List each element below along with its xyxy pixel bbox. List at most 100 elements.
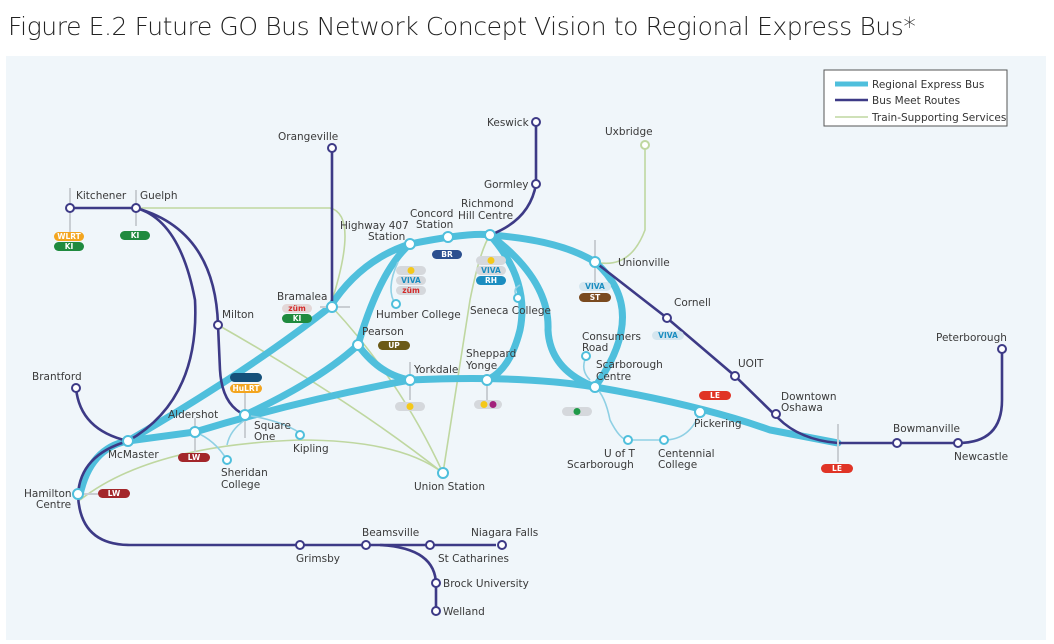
station-node-square-one[interactable] — [239, 409, 251, 421]
station-node-hamilton-centre[interactable] — [72, 488, 84, 500]
map-canvas — [6, 56, 1046, 640]
label-uoft-2: Scarborough — [567, 459, 634, 471]
label-square-one-1: Square — [254, 420, 291, 432]
station-node-hwy407[interactable] — [404, 238, 416, 250]
badge-viva-cornell — [652, 331, 684, 340]
badge-le-pickering — [699, 391, 731, 400]
station-node-niagara-falls[interactable] — [497, 540, 507, 550]
station-node-kipling[interactable] — [295, 430, 305, 440]
badge-lw-text: LW — [108, 489, 121, 498]
badge-st-unionville — [579, 293, 611, 302]
station-node-guelph[interactable] — [131, 203, 141, 213]
label-consumers-2: Road — [582, 342, 608, 354]
station-node-centennial[interactable] — [659, 435, 669, 445]
badge-ki-text: KI — [131, 231, 140, 240]
route-milton-union — [217, 324, 444, 474]
station-labels: Kitchener Guelph Orangeville Keswick Uxb… — [24, 117, 1008, 618]
station-node-newcastle[interactable] — [953, 438, 963, 448]
label-newcastle: Newcastle — [954, 451, 1008, 463]
station-node-uoit[interactable] — [730, 371, 740, 381]
station-node-keswick[interactable] — [531, 117, 541, 127]
badge-le-text: LE — [710, 391, 720, 400]
station-node-sheridan[interactable] — [222, 455, 232, 465]
badge-ki-guelph — [120, 231, 150, 240]
label-humber: Humber College — [376, 309, 461, 321]
label-beamsville: Beamsville — [362, 527, 419, 539]
station-node-humber[interactable] — [391, 299, 401, 309]
station-node-unionville[interactable] — [589, 256, 601, 268]
station-node-welland[interactable] — [431, 606, 441, 616]
badge-br-concord — [432, 250, 462, 259]
station-node-sheppard-yonge[interactable] — [481, 374, 493, 386]
badge-miway-squareone — [230, 373, 262, 382]
label-sheppard-2: Yonge — [465, 360, 497, 372]
label-grimsby: Grimsby — [296, 553, 340, 565]
station-node-pearson[interactable] — [352, 339, 364, 351]
badge-line1-dot — [480, 401, 488, 408]
label-centennial-2: College — [658, 459, 697, 471]
badge-line1-dot — [487, 257, 495, 264]
station-node-union[interactable] — [437, 467, 449, 479]
badge-zum-bramalea — [282, 304, 312, 313]
badge-viva-text: VIVA — [585, 282, 605, 291]
badge-zum-hwy407 — [396, 286, 426, 295]
station-node-gormley[interactable] — [531, 179, 541, 189]
badge-viva-text: VIVA — [481, 266, 501, 275]
label-gormley: Gormley — [484, 179, 529, 191]
label-niagara: Niagara Falls — [471, 527, 538, 539]
badge-ki-kitchener — [54, 242, 84, 251]
label-uxbridge: Uxbridge — [605, 126, 653, 138]
station-node-mcmaster[interactable] — [122, 435, 134, 447]
badge-le-oshawa — [821, 464, 853, 473]
station-node-yorkdale[interactable] — [404, 374, 416, 386]
label-cornell: Cornell — [674, 297, 711, 309]
station-node-richmond-hill[interactable] — [484, 229, 496, 241]
station-node-milton[interactable] — [213, 320, 223, 330]
label-peterborough: Peterborough — [936, 332, 1007, 344]
badge-wlrt-text: WLRT — [57, 232, 81, 241]
station-node-peterborough[interactable] — [997, 344, 1007, 354]
station-node-aldershot[interactable] — [189, 426, 201, 438]
label-milton: Milton — [222, 309, 254, 321]
label-square-one-2: One — [254, 431, 275, 443]
station-node-orangeville[interactable] — [327, 143, 337, 153]
route-hamilton-union — [79, 439, 444, 501]
label-centennial-1: Centennial — [658, 448, 715, 460]
badge-viva-hwy407 — [396, 276, 426, 285]
badge-line2-dot — [573, 408, 581, 415]
label-sheridan-1: Sheridan — [221, 467, 268, 479]
station-node-uoft-scarborough[interactable] — [623, 435, 633, 445]
rex-rh-scarborough — [486, 231, 599, 391]
bus-unionville-oshawa — [594, 260, 839, 445]
station-node-downtown-oshawa[interactable] — [771, 409, 781, 419]
legend-label-train-support: Train-Supporting Services — [871, 112, 1006, 124]
station-node-cornell[interactable] — [662, 313, 672, 323]
label-st-catharines: St Catharines — [438, 553, 509, 565]
label-pickering: Pickering — [694, 418, 742, 430]
station-node-scarborough-centre[interactable] — [589, 381, 601, 393]
label-mcmaster: McMaster — [108, 449, 159, 461]
label-hamilton-2: Centre — [36, 499, 71, 511]
station-node-bowmanville[interactable] — [892, 438, 902, 448]
badge-lines-sheppard — [474, 400, 502, 409]
station-node-brantford[interactable] — [71, 383, 81, 393]
bus-branch-welland — [379, 543, 438, 613]
station-node-pickering[interactable] — [694, 406, 706, 418]
station-node-beamsville[interactable] — [361, 540, 371, 550]
station-node-kitchener[interactable] — [65, 203, 75, 213]
station-node-consumers-road[interactable] — [581, 351, 591, 361]
label-downtown-oshawa-1: Downtown — [781, 391, 837, 403]
label-guelph: Guelph — [140, 190, 178, 202]
station-node-seneca[interactable] — [513, 293, 523, 303]
badge-ki-text: KI — [293, 314, 302, 323]
station-node-grimsby[interactable] — [295, 540, 305, 550]
badge-up-text: UP — [388, 341, 400, 350]
station-node-bramalea[interactable] — [326, 301, 338, 313]
label-orangeville: Orangeville — [278, 131, 338, 143]
station-node-uxbridge[interactable] — [640, 140, 650, 150]
station-node-brock[interactable] — [431, 578, 441, 588]
label-keswick: Keswick — [487, 117, 530, 129]
service-badges: WLRT KI KI BR VIVA züm VIVA RH VIVA ST V… — [54, 231, 853, 498]
station-node-st-catharines[interactable] — [425, 540, 435, 550]
station-node-concord[interactable] — [442, 231, 454, 243]
